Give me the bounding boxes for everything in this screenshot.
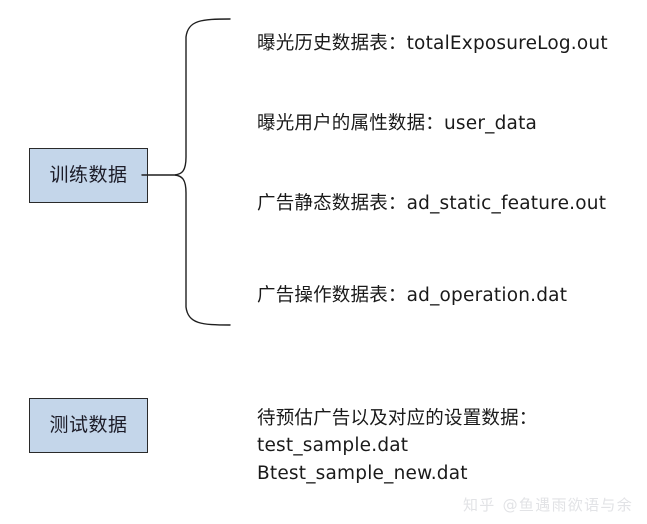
training-item-label: 广告静态数据表：ad_static_feature.out	[257, 193, 607, 214]
watermark: 知乎 @鱼遇雨欲语与余	[463, 494, 633, 515]
test-item-label: 待预估广告以及对应的设置数据：	[257, 408, 538, 429]
test-items-group: 待预估广告以及对应的设置数据： test_sample.dat Btest_sa…	[257, 405, 538, 487]
training-item-label: 广告操作数据表：ad_operation.dat	[257, 285, 568, 306]
watermark-handle: @鱼遇雨欲语与余	[502, 496, 633, 514]
node-box-test-data: 测试数据	[29, 398, 148, 453]
test-item-label: Btest_sample_new.dat	[257, 462, 468, 484]
node-label-test-data: 测试数据	[49, 414, 128, 436]
training-item-label: 曝光历史数据表：totalExposureLog.out	[257, 33, 608, 54]
connector-line	[141, 174, 177, 176]
watermark-brand: 知乎	[462, 496, 496, 514]
test-item-label: test_sample.dat	[257, 435, 409, 457]
training-item-label: 曝光用户的属性数据：user_data	[257, 113, 538, 134]
node-box-training-data: 训练数据	[29, 148, 148, 203]
node-label-training-data: 训练数据	[49, 164, 128, 186]
